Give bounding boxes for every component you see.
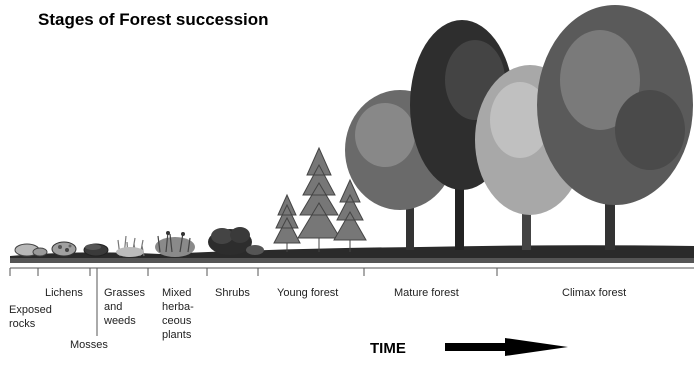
label-exposed-rocks: Exposed rocks — [9, 303, 52, 331]
timeline-ticks — [10, 268, 497, 336]
label-mosses: Mosses — [70, 338, 108, 352]
ground-shadow — [10, 258, 694, 263]
time-arrow — [445, 338, 568, 356]
label-shrubs: Shrubs — [215, 286, 250, 300]
label-mixed-herbaceous: Mixed herba- ceous plants — [162, 286, 194, 342]
mosses-illustration — [84, 244, 108, 256]
label-lichens: Lichens — [45, 286, 83, 300]
time-label: TIME — [370, 340, 406, 357]
shrubs-illustration — [208, 227, 264, 255]
climax-forest-illustration — [475, 5, 693, 250]
lichens-illustration — [52, 242, 76, 256]
diagram-title: Stages of Forest succession — [38, 10, 269, 30]
grasses-illustration — [116, 236, 144, 257]
label-mature-forest: Mature forest — [394, 286, 459, 300]
label-young-forest: Young forest — [277, 286, 338, 300]
label-grasses-weeds: Grasses and weeds — [104, 286, 145, 328]
exposed-rocks-illustration — [15, 244, 47, 256]
label-climax-forest: Climax forest — [562, 286, 626, 300]
herbaceous-illustration — [155, 231, 195, 257]
